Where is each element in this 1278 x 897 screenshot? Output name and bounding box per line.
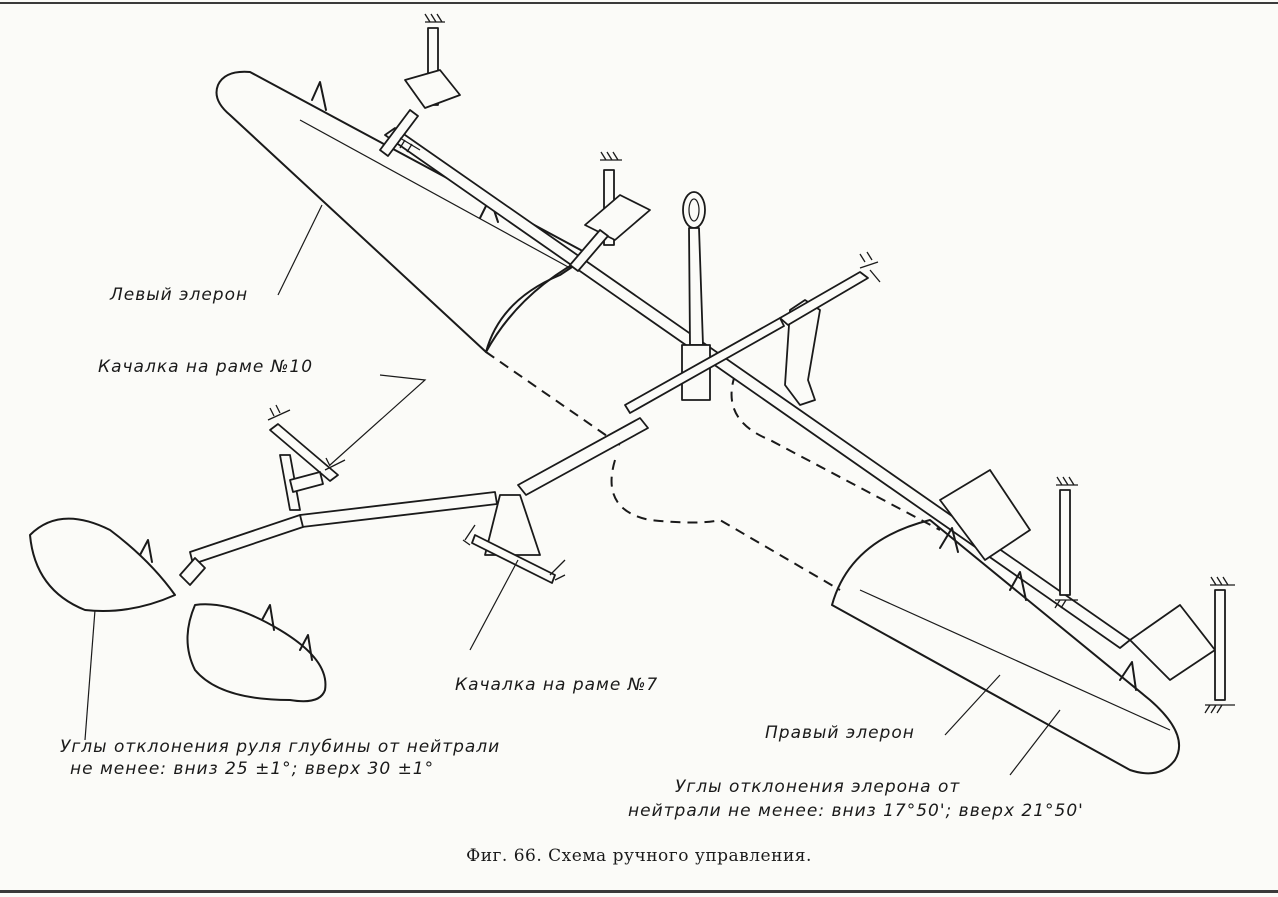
right-stick-bracket [779,251,881,406]
label-aileron-angles-2: нейтрали не менее: вниз 17°50'; вверх 21… [628,801,1084,821]
label-aileron-angles-1: Углы отклонения элерона от [675,777,960,797]
right-aileron-shape [831,519,1180,775]
rocker-frame-10 [267,404,346,511]
left-mid-bellcrank [569,151,651,272]
elevator-push-rods [179,417,649,586]
leader-rocker-10 [329,374,427,466]
elevator-left [29,517,176,612]
right-mid-bellcrank [939,469,1078,609]
control-stick [624,191,785,414]
leader-right-aileron [944,674,1001,736]
leader-rocker-7 [469,559,519,651]
label-rocker-frame-10: Качалка на раме №10 [98,357,313,377]
fuselage-outline-bottom [610,459,841,591]
label-elevator-angles-2: не менее: вниз 25 ±1°; вверх 30 ±1° [70,759,434,779]
rocker-frame-7 [462,494,566,584]
top-border [0,2,1278,4]
left-aileron-shape [215,70,591,353]
label-right-aileron: Правый элерон [765,723,915,743]
leader-left-aileron [277,204,323,296]
fuselage-outline-right [730,374,941,531]
label-rocker-frame-7: Качалка на раме №7 [455,675,658,695]
elevator-right [186,603,327,703]
leader-elevator-angles [84,609,96,741]
bottom-border [0,890,1278,893]
left-upper-bellcrank [379,13,461,157]
aileron-torque-tube [384,127,1131,649]
leader-aileron-angles [1009,709,1061,776]
figure-caption: Фиг. 66. Схема ручного управления. [466,846,812,866]
fuselage-outline-left [485,351,621,446]
label-left-aileron: Левый элерон [109,285,248,305]
label-elevator-angles-1: Углы отклонения руля глубины от нейтрали [60,737,500,757]
right-outer-bellcrank [1129,576,1235,714]
